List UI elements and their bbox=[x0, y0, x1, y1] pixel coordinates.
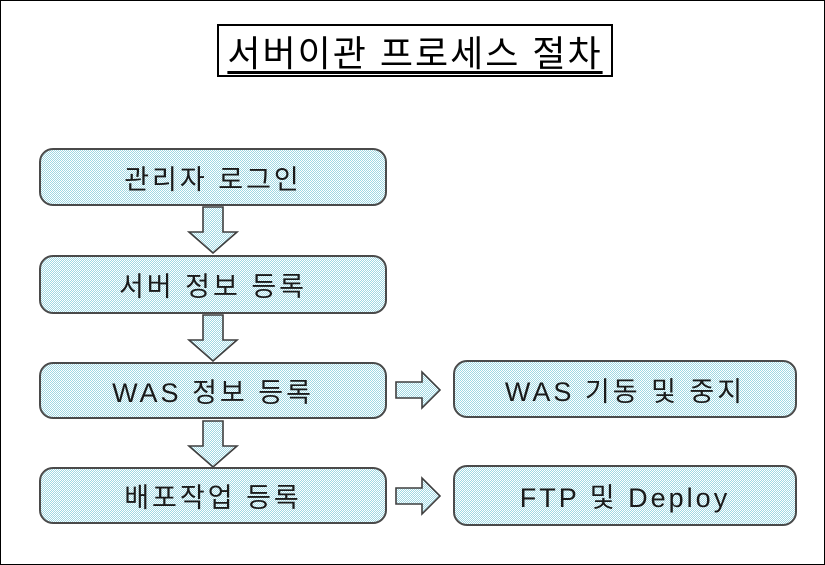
flow-step-label: WAS 기동 및 중지 bbox=[504, 376, 746, 407]
diagram-title-box: 서버이관 프로세스 절차 bbox=[217, 24, 613, 77]
flow-side-ftp-deploy: FTP 및 Deploy bbox=[453, 465, 797, 526]
down-arrow-icon bbox=[186, 314, 240, 363]
flow-step-deploy-job: 배포작업 등록 bbox=[39, 467, 387, 524]
flow-step-server-info: 서버 정보 등록 bbox=[39, 255, 387, 314]
diagram-title: 서버이관 프로세스 절차 bbox=[227, 32, 603, 74]
right-arrow-icon bbox=[395, 476, 442, 516]
flow-step-label: 서버 정보 등록 bbox=[118, 272, 308, 302]
flow-step-label: WAS 정보 등록 bbox=[112, 378, 314, 408]
right-arrow-icon bbox=[395, 370, 442, 410]
flow-side-was-start-stop: WAS 기동 및 중지 bbox=[453, 360, 797, 418]
down-arrow-icon bbox=[186, 206, 240, 255]
flow-step-admin-login: 관리자 로그인 bbox=[39, 148, 387, 206]
down-arrow-icon bbox=[186, 420, 240, 469]
flow-step-was-info: WAS 정보 등록 bbox=[39, 362, 387, 419]
flow-step-label: 배포작업 등록 bbox=[124, 483, 302, 513]
flow-step-label: FTP 및 Deploy bbox=[519, 483, 731, 513]
flow-step-label: 관리자 로그인 bbox=[124, 164, 302, 195]
